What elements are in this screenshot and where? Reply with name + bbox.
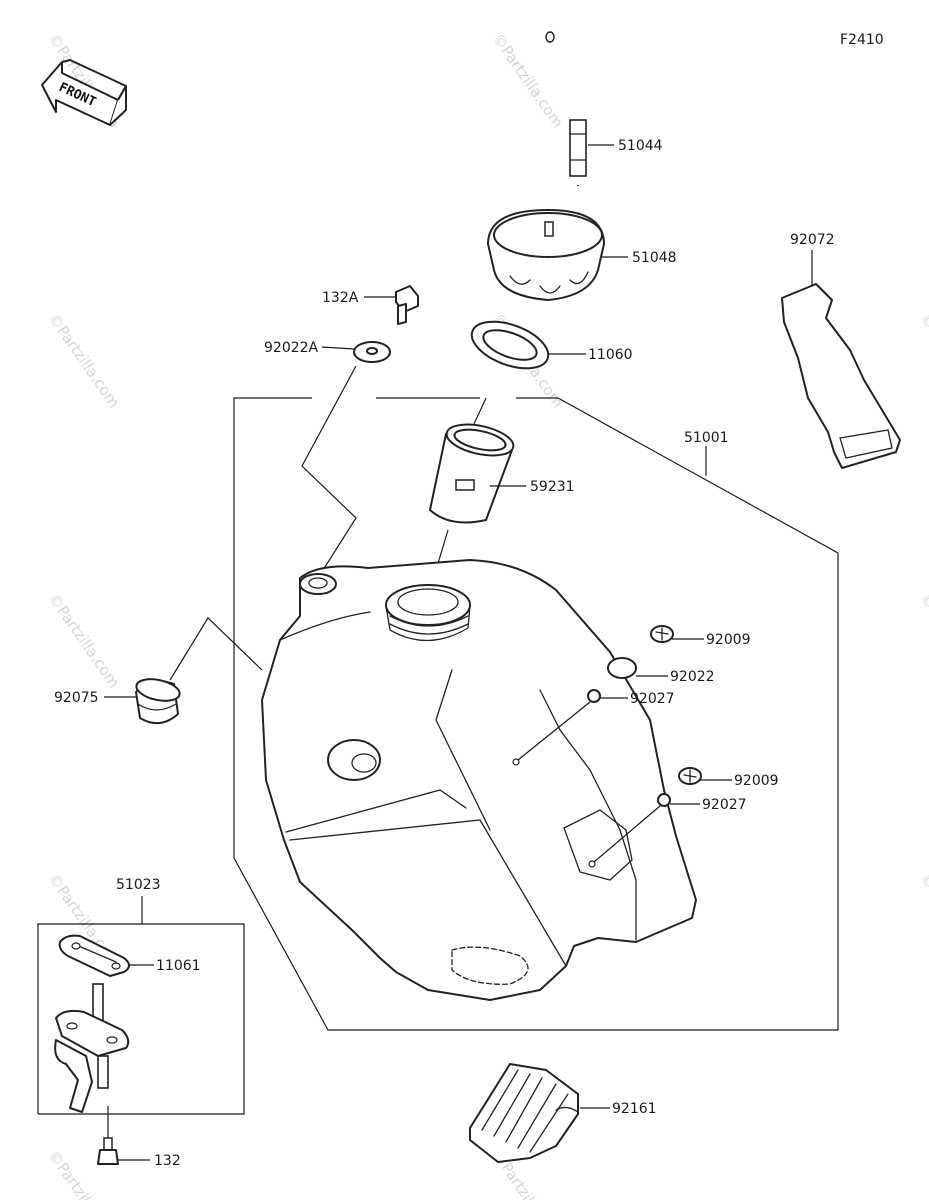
- fuel-filter-part: [429, 423, 515, 524]
- gasket-part: [470, 320, 550, 370]
- part-label-11061: 11061: [156, 958, 201, 974]
- screw-part: [650, 625, 674, 643]
- screw-part: [678, 767, 702, 785]
- part-label-51044: 51044: [618, 138, 663, 154]
- watermark: ©Partzilla.com: [917, 870, 929, 971]
- washer-part: [353, 341, 391, 363]
- grommet-part: [657, 793, 671, 807]
- figure-code: F2410: [840, 32, 884, 48]
- part-label-92009-upper: 92009: [706, 632, 751, 648]
- fuel-cock-group: [37, 896, 245, 1115]
- cock-gasket-part: [58, 934, 130, 977]
- watermark: ©Partzilla.com: [45, 590, 123, 691]
- strap-part: [781, 283, 901, 469]
- part-label-92027-upper: 92027: [630, 691, 675, 707]
- part-label-92072: 92072: [790, 232, 835, 248]
- part-label-11060: 11060: [588, 347, 633, 363]
- damper-part: [135, 678, 181, 725]
- breather-hose-part: [545, 31, 660, 186]
- watermark: ©Partzilla.com: [917, 590, 929, 691]
- watermark: ©Partzilla.com: [917, 310, 929, 411]
- part-label-51048: 51048: [632, 250, 677, 266]
- fuel-cap-part: [487, 209, 605, 301]
- washer-part: [607, 657, 637, 679]
- part-label-132: 132: [154, 1153, 181, 1169]
- part-label-92027-lower: 92027: [702, 797, 747, 813]
- part-label-132A: 132A: [322, 290, 359, 306]
- part-label-92022A: 92022A: [264, 340, 319, 356]
- part-label-51023: 51023: [116, 877, 161, 893]
- part-label-92075: 92075: [54, 690, 99, 706]
- part-label-92022: 92022: [670, 669, 715, 685]
- fuel-cock-part: [54, 983, 130, 1113]
- watermark: ©Partzilla.com: [45, 310, 123, 411]
- tank-group-outline: [233, 397, 839, 1031]
- part-label-92161: 92161: [612, 1101, 657, 1117]
- fuel-tank-part: [261, 559, 697, 1001]
- grommet-part: [587, 689, 601, 703]
- part-label-51001: 51001: [684, 430, 729, 446]
- bolt-part: [97, 1137, 119, 1165]
- tank-pad-part: [469, 1063, 579, 1163]
- part-label-59231: 59231: [530, 479, 575, 495]
- part-label-92009-lower: 92009: [734, 773, 779, 789]
- bolt-part: [395, 285, 419, 325]
